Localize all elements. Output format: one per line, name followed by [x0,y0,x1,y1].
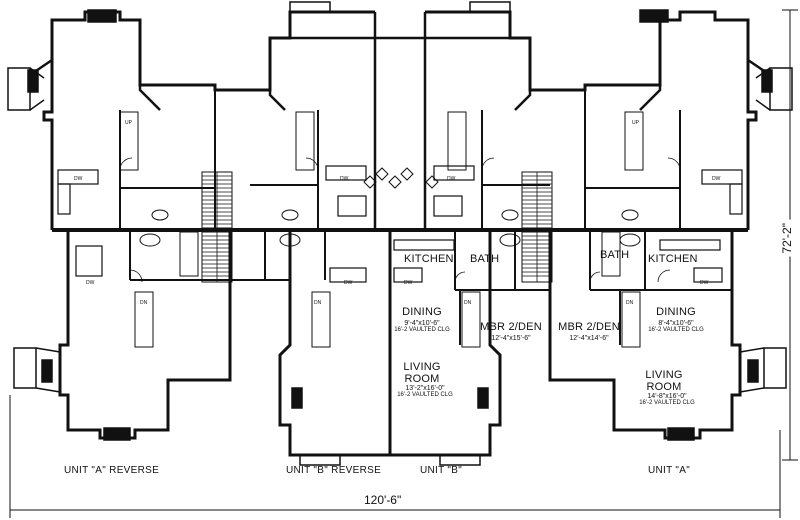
bath-label-b: BATH [470,253,500,265]
living-note-b: 16'-2 VAULTED CLG [397,392,453,399]
living-dims-b: 13'-2"x16'-0" [405,385,445,393]
dining-dims-b: 9'-4"x10'-6" [404,319,440,327]
lower-fireplaces [41,359,759,441]
dining-name-a: DINING [656,306,696,318]
kitchen-label-b: KITCHEN [404,253,454,265]
upper-bay-windows [7,1,793,111]
mbr-dims-a: 12'-4"x14'-6" [569,334,609,342]
dining-label-a: DINING 8'-4"x10'-6" 16'-2 VAULTED CLG [648,303,704,333]
up-label-2: UP [632,120,639,126]
living-name-b: LIVING ROOM [403,361,441,385]
dining-note-a: 16'-2 VAULTED CLG [648,327,704,334]
stair-treads [202,172,552,282]
mbr-name-a: MBR 2/DEN [558,321,620,333]
dn-label-2: DN [314,300,322,306]
bath-label-a: BATH [600,249,630,261]
dining-label-b: DINING 9'-4"x10'-6" 16'-2 VAULTED CLG [394,303,450,333]
overall-width-dimension: 120'-6" [360,494,406,507]
counters [57,165,743,283]
upper-gable-walls [29,12,771,230]
dw-label-8: DW [700,280,709,286]
dw-label-4: DW [712,176,721,182]
dw-label-6: DW [344,280,353,286]
up-label-1: UP [125,120,132,126]
entry-lights [363,167,439,189]
living-dims-a: 14'-8"x16'-0" [647,393,687,401]
overall-depth-dimension: 72'-2" [780,220,794,257]
unit-a-label: UNIT "A" [648,465,691,476]
dw-label-7: DW [404,280,413,286]
dn-label-1: DN [140,300,148,306]
lower-bay-windows [13,347,787,466]
living-label-b: LIVING ROOM 13'-2"x16'-0" 16'-2 VAULTED … [394,361,456,399]
dn-label-4: DN [626,300,634,306]
kitchen-label-a: KITCHEN [648,253,698,265]
unit-b-reverse-label: UNIT "B" REVERSE [286,465,382,476]
lower-exterior-walls [58,230,742,457]
upper-exterior-walls [42,10,758,230]
dining-dims-a: 8'-4"x10'-6" [658,319,694,327]
living-label-a: LIVING ROOM 14'-8"x16'-0" 16'-2 VAULTED … [636,369,698,407]
mbr-label-b: MBR 2/DEN 12'-4"x15'-6" [476,318,546,342]
unit-a-reverse-label: UNIT "A" REVERSE [64,465,160,476]
door-swings [119,157,681,283]
dw-label-1: DW [74,176,83,182]
dw-label-2: DW [340,176,349,182]
unit-b-label: UNIT "B" [420,465,463,476]
dw-label-5: DW [86,280,95,286]
dw-label-3: DW [447,176,456,182]
mbr-dims-b: 12'-4"x15'-6" [491,334,531,342]
upper-fireplaces [27,9,773,93]
mbr-name-b: MBR 2/DEN [480,321,542,333]
living-name-a: LIVING ROOM [645,369,683,393]
upper-interior-walls [119,90,681,230]
dn-label-3: DN [464,300,472,306]
bath-fixtures [139,209,641,277]
dining-note-b: 16'-2 VAULTED CLG [394,327,450,334]
dining-name-b: DINING [402,306,442,318]
mbr-label-a: MBR 2/DEN 12'-4"x14'-6" [555,318,623,342]
living-note-a: 16'-2 VAULTED CLG [639,400,695,407]
